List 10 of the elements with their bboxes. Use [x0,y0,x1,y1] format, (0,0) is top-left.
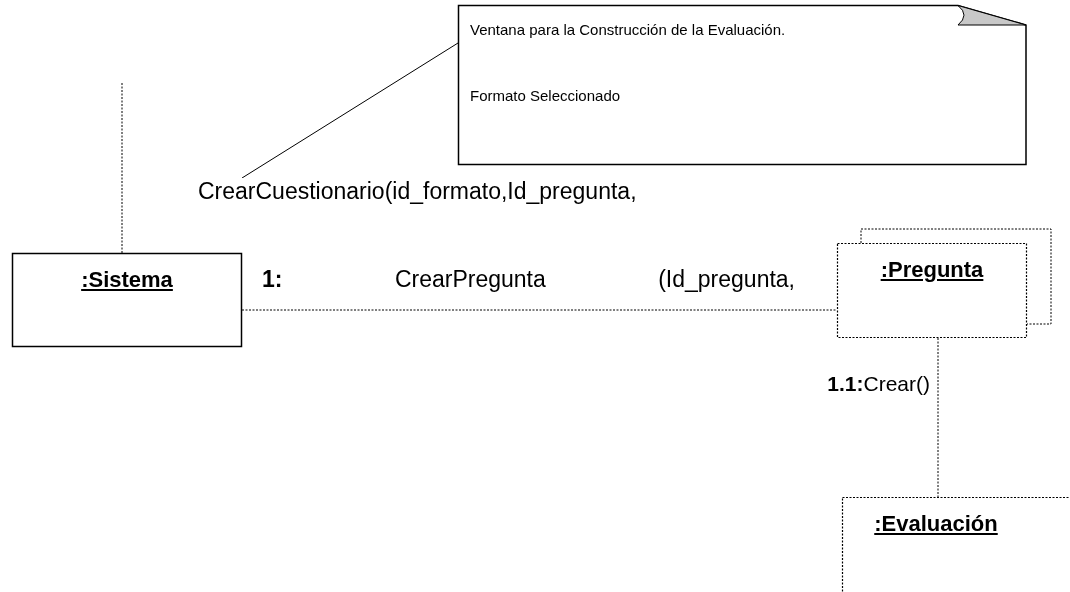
note-text: Formato Seleccionado [470,86,622,106]
link-line [121,82,123,254]
leader-line [241,42,459,179]
message-label: CrearCuestionario(id_formato,Id_pregunta, [198,178,637,205]
object-name: :Pregunta [879,257,985,283]
object-name: :Evaluación [873,511,999,537]
link-line [937,337,939,498]
message-label: 1: CrearPregunta (Id_pregunta, [262,266,795,293]
note-text: Ventana para la Construcción de la Evaluación. [470,20,787,40]
object-name: :Sistema [80,267,174,293]
